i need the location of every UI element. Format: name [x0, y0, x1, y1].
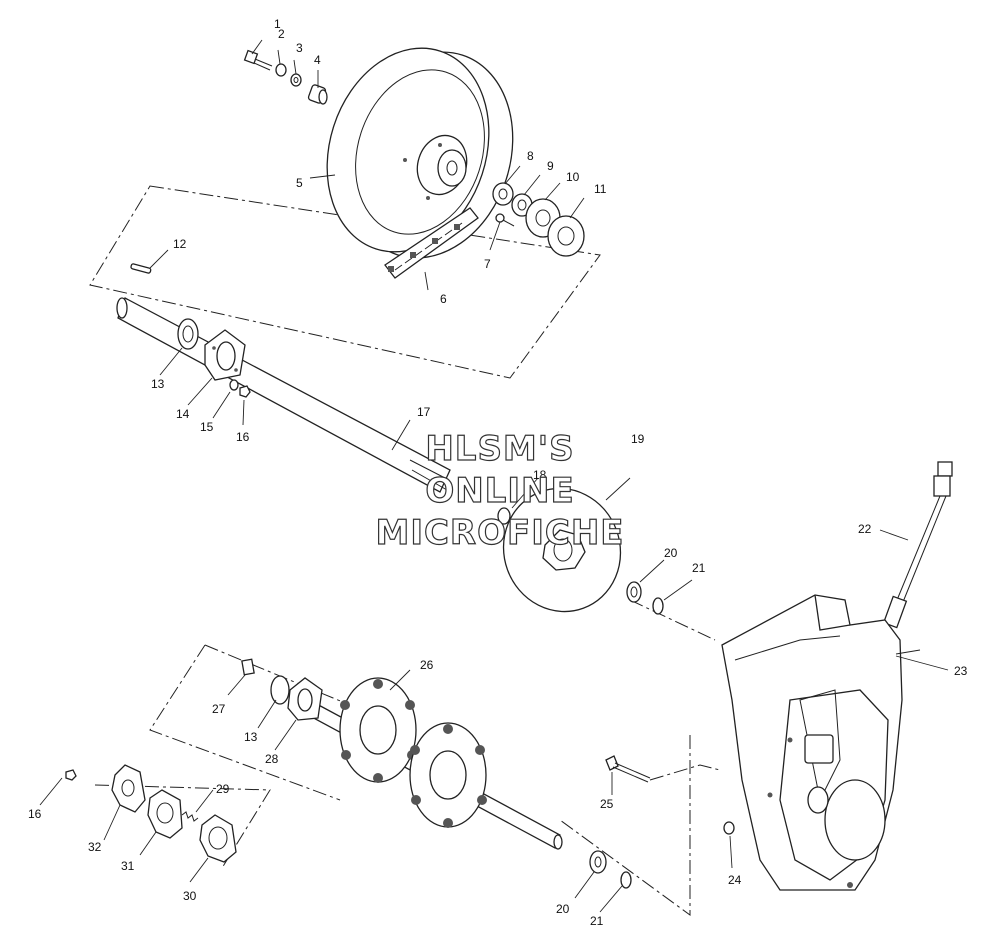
bolt-25 — [605, 755, 651, 783]
watermark-line-3: MICROFICHE — [375, 513, 624, 553]
callout-9: 9 — [547, 159, 554, 173]
flange-14 — [204, 329, 246, 381]
callout-30: 30 — [183, 889, 197, 903]
watermark-line-2: ONLINE — [425, 471, 574, 511]
chain-6 — [384, 207, 479, 279]
callout-24: 24 — [728, 873, 742, 887]
callout-16-lower: 16 — [28, 807, 42, 821]
jackshaft-17 — [116, 297, 451, 493]
callout-19: 19 — [631, 432, 645, 446]
callout-3: 3 — [296, 41, 303, 55]
callout-13-upper: 13 — [151, 377, 165, 391]
bearing-20-upper — [626, 581, 642, 603]
callout-5: 5 — [296, 176, 303, 190]
callout-12: 12 — [173, 237, 187, 251]
washer-2 — [275, 63, 287, 77]
key-12 — [130, 263, 152, 274]
bearing-13-upper — [177, 318, 199, 350]
callout-11: 11 — [594, 182, 607, 196]
callout-31: 31 — [121, 859, 135, 873]
callout-23: 23 — [954, 664, 968, 678]
callout-21-upper: 21 — [692, 561, 706, 575]
bearing-13-lower — [270, 675, 290, 705]
leader-lines — [39, 39, 949, 913]
assembly-outline-plates — [94, 784, 271, 869]
bolt-1 — [243, 49, 273, 71]
callout-27: 27 — [212, 702, 226, 716]
callout-22: 22 — [858, 522, 872, 536]
assembly-outline-lower — [149, 644, 351, 801]
callout-20-lower: 20 — [556, 902, 570, 916]
spring-29 — [181, 811, 199, 822]
case-outline — [559, 735, 691, 916]
plate-11 — [547, 215, 585, 257]
callout-1: 1 — [274, 17, 281, 31]
speedo-cable-22 — [882, 461, 953, 629]
callout-8: 8 — [527, 149, 534, 163]
gasket-31 — [147, 789, 183, 839]
washer-15 — [229, 379, 239, 391]
callout-25: 25 — [600, 797, 614, 811]
callout-29: 29 — [216, 782, 230, 796]
fitting-27 — [241, 658, 255, 676]
callout-4: 4 — [314, 53, 321, 67]
callout-6: 6 — [440, 292, 447, 306]
oring-21-upper — [652, 597, 664, 615]
callout-21-lower: 21 — [590, 914, 604, 928]
nut-24 — [723, 821, 735, 835]
chaincase-housing — [721, 594, 903, 891]
washer-8 — [492, 182, 514, 206]
seal-lead-line — [629, 599, 716, 641]
brake-disc-19 — [502, 487, 622, 613]
washer-3 — [290, 73, 302, 87]
callout-26: 26 — [420, 658, 434, 672]
spacer-4 — [307, 84, 328, 105]
nut-16-upper — [239, 385, 251, 398]
bolt-outline — [649, 764, 721, 781]
watermark-line-1: HLSM'S — [425, 429, 574, 469]
callout-20-upper: 20 — [664, 546, 678, 560]
callout-2: 2 — [278, 27, 285, 41]
clip-18 — [497, 507, 511, 525]
washer-3-hole — [293, 77, 299, 83]
callout-13-lower: 13 — [244, 730, 258, 744]
drive-sprocket-26 — [339, 677, 417, 783]
callout-14: 14 — [176, 407, 190, 421]
drive-sprocket-26b — [409, 722, 487, 828]
nut-16-lower — [65, 769, 77, 781]
callout-28: 28 — [265, 752, 279, 766]
callout-7: 7 — [484, 257, 491, 271]
callout-18: 18 — [533, 468, 547, 482]
screw-7 — [495, 213, 515, 227]
sprocket-wheel-5 — [326, 47, 514, 259]
callout-15: 15 — [200, 420, 214, 434]
callout-10: 10 — [566, 170, 580, 184]
callout-17: 17 — [417, 405, 431, 419]
callout-32: 32 — [88, 840, 102, 854]
bearing-20-lower — [589, 850, 607, 874]
callout-16-upper: 16 — [236, 430, 250, 444]
flange-28 — [287, 677, 323, 721]
oring-21-lower — [620, 871, 632, 889]
plate-30 — [199, 814, 237, 863]
plate-32 — [111, 764, 146, 813]
